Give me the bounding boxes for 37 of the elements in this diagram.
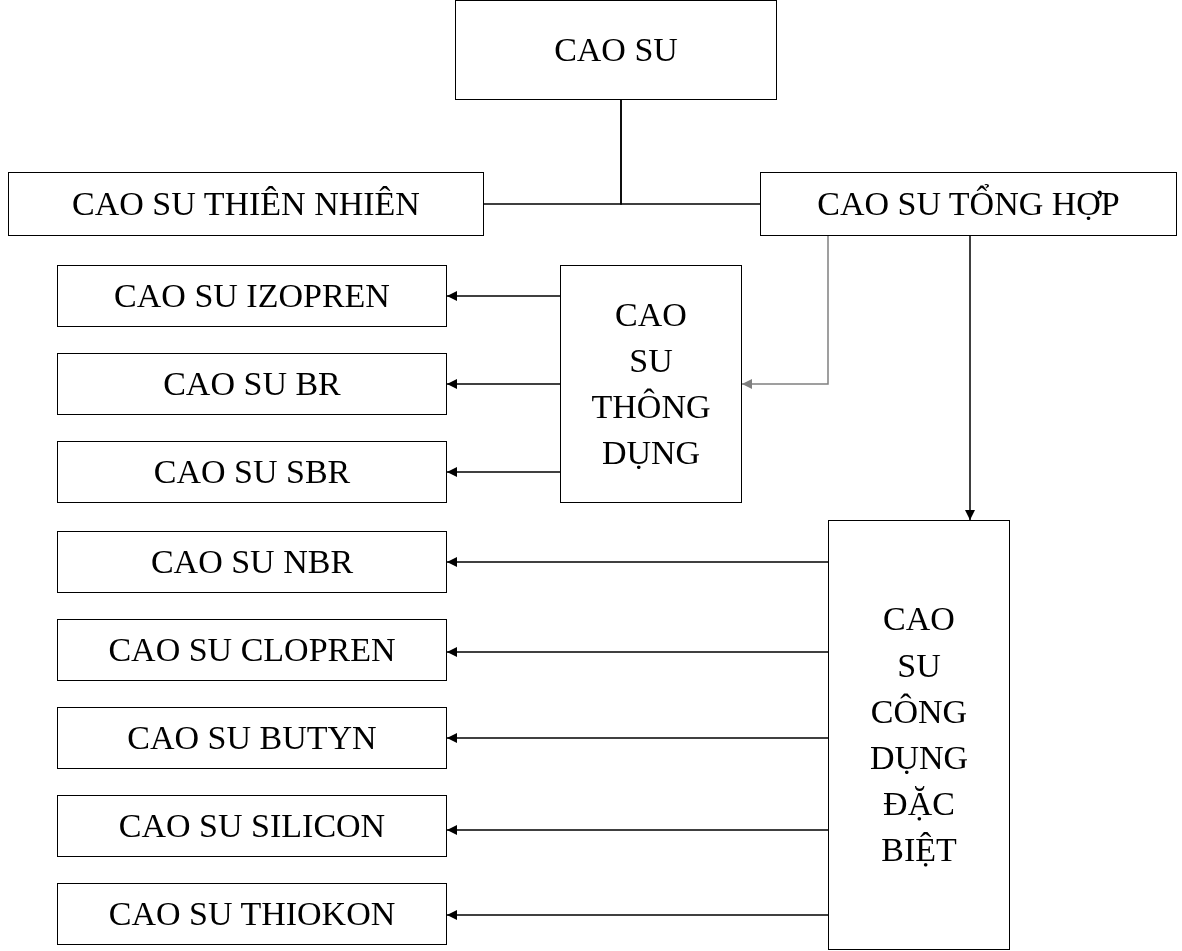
arrow [446,910,829,920]
box-label: CAO SU BR [163,363,341,404]
rubber-type-box [760,172,1177,236]
box-label: CAO SU TỔNG HỢP [817,183,1120,224]
box-label: CAO SU BUTYN [127,717,377,758]
box-label: CAO SU CLOPREN [108,629,396,670]
rubber-type-box [8,172,484,236]
arrow [741,235,829,389]
box-label: CAO SU CÔNG DỤNG ĐẶC BIỆT [869,599,969,871]
category-box [560,265,742,503]
box-label: CAO SU THIOKON [108,893,396,934]
arrow [965,235,975,521]
rubber-type-box [57,707,447,769]
rubber-type-box [57,441,447,503]
connector-line [620,99,761,205]
box-label: CAO SU THIÊN NHIÊN [72,183,420,224]
rubber-type-box [57,795,447,857]
rubber-type-box [57,265,447,327]
category-box [828,520,1010,950]
rubber-type-box [57,353,447,415]
arrow [446,557,829,567]
arrow [446,733,829,743]
arrow [446,291,561,301]
arrow [446,379,561,389]
rubber-type-box [57,883,447,945]
arrow [446,825,829,835]
rubber-type-box [57,619,447,681]
box-label: CAO SU NBR [150,541,354,582]
box-label: CAO SU [554,29,678,70]
arrow [446,467,561,477]
rubber-type-box [455,0,777,100]
box-label: CAO SU SILICON [118,805,386,846]
box-label: CAO SU THÔNG DỤNG [591,294,711,474]
rubber-type-box [57,531,447,593]
box-label: CAO SU SBR [153,451,351,492]
box-label: CAO SU IZOPREN [114,275,390,316]
arrow [446,647,829,657]
